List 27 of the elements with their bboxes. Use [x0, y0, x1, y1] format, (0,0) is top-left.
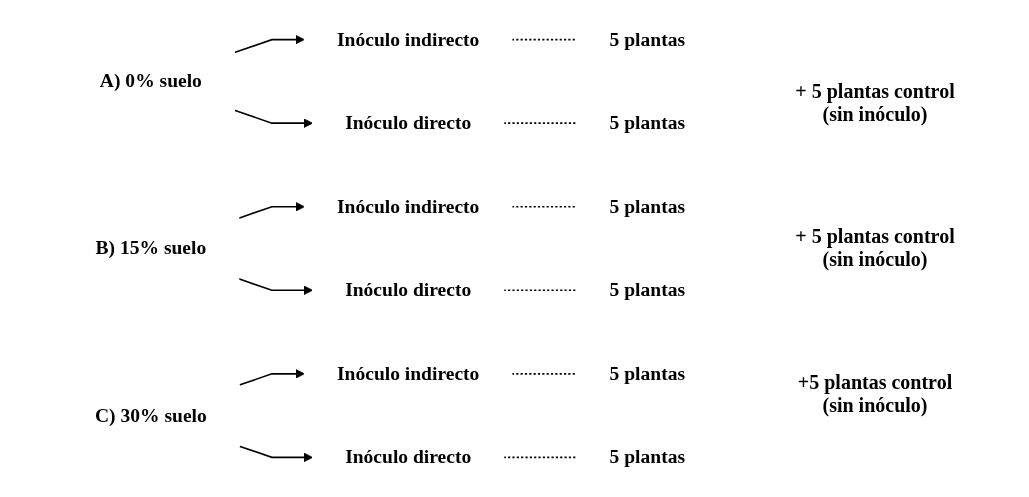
node-text: 5 plantas [609, 278, 686, 301]
note-text: + 5 plantas control (sin inóculo) [794, 225, 956, 272]
node-text: Inóculo directo [345, 446, 472, 468]
connector [511, 373, 578, 375]
arrow [237, 278, 313, 296]
connector [511, 38, 578, 41]
node-text: C) 30% suelo [94, 404, 207, 426]
arrow [233, 34, 305, 54]
node-text: 5 plantas [609, 28, 686, 50]
node-text: Inóculo directo [345, 278, 472, 301]
node-text: Inóculo indirecto [336, 362, 480, 385]
arrow [238, 445, 313, 463]
node-text: 5 plantas [609, 362, 686, 385]
node-text: Inóculo directo [345, 111, 472, 134]
arrow [238, 369, 305, 386]
connector [511, 205, 578, 208]
arrow [233, 109, 313, 128]
arrow [237, 201, 305, 219]
node-text: Inóculo indirecto [336, 195, 480, 218]
node-text: Inóculo indirecto [336, 28, 480, 50]
node-text: 5 plantas [609, 111, 686, 134]
note-text: + 5 plantas control (sin inóculo) [794, 79, 956, 126]
node-text: A) 0% suelo [99, 69, 202, 92]
node-text: B) 15% suelo [95, 237, 207, 259]
note-text: +5 plantas control (sin inóculo) [796, 371, 954, 418]
node-text: 5 plantas [609, 195, 686, 218]
node-text: 5 plantas [609, 446, 686, 468]
